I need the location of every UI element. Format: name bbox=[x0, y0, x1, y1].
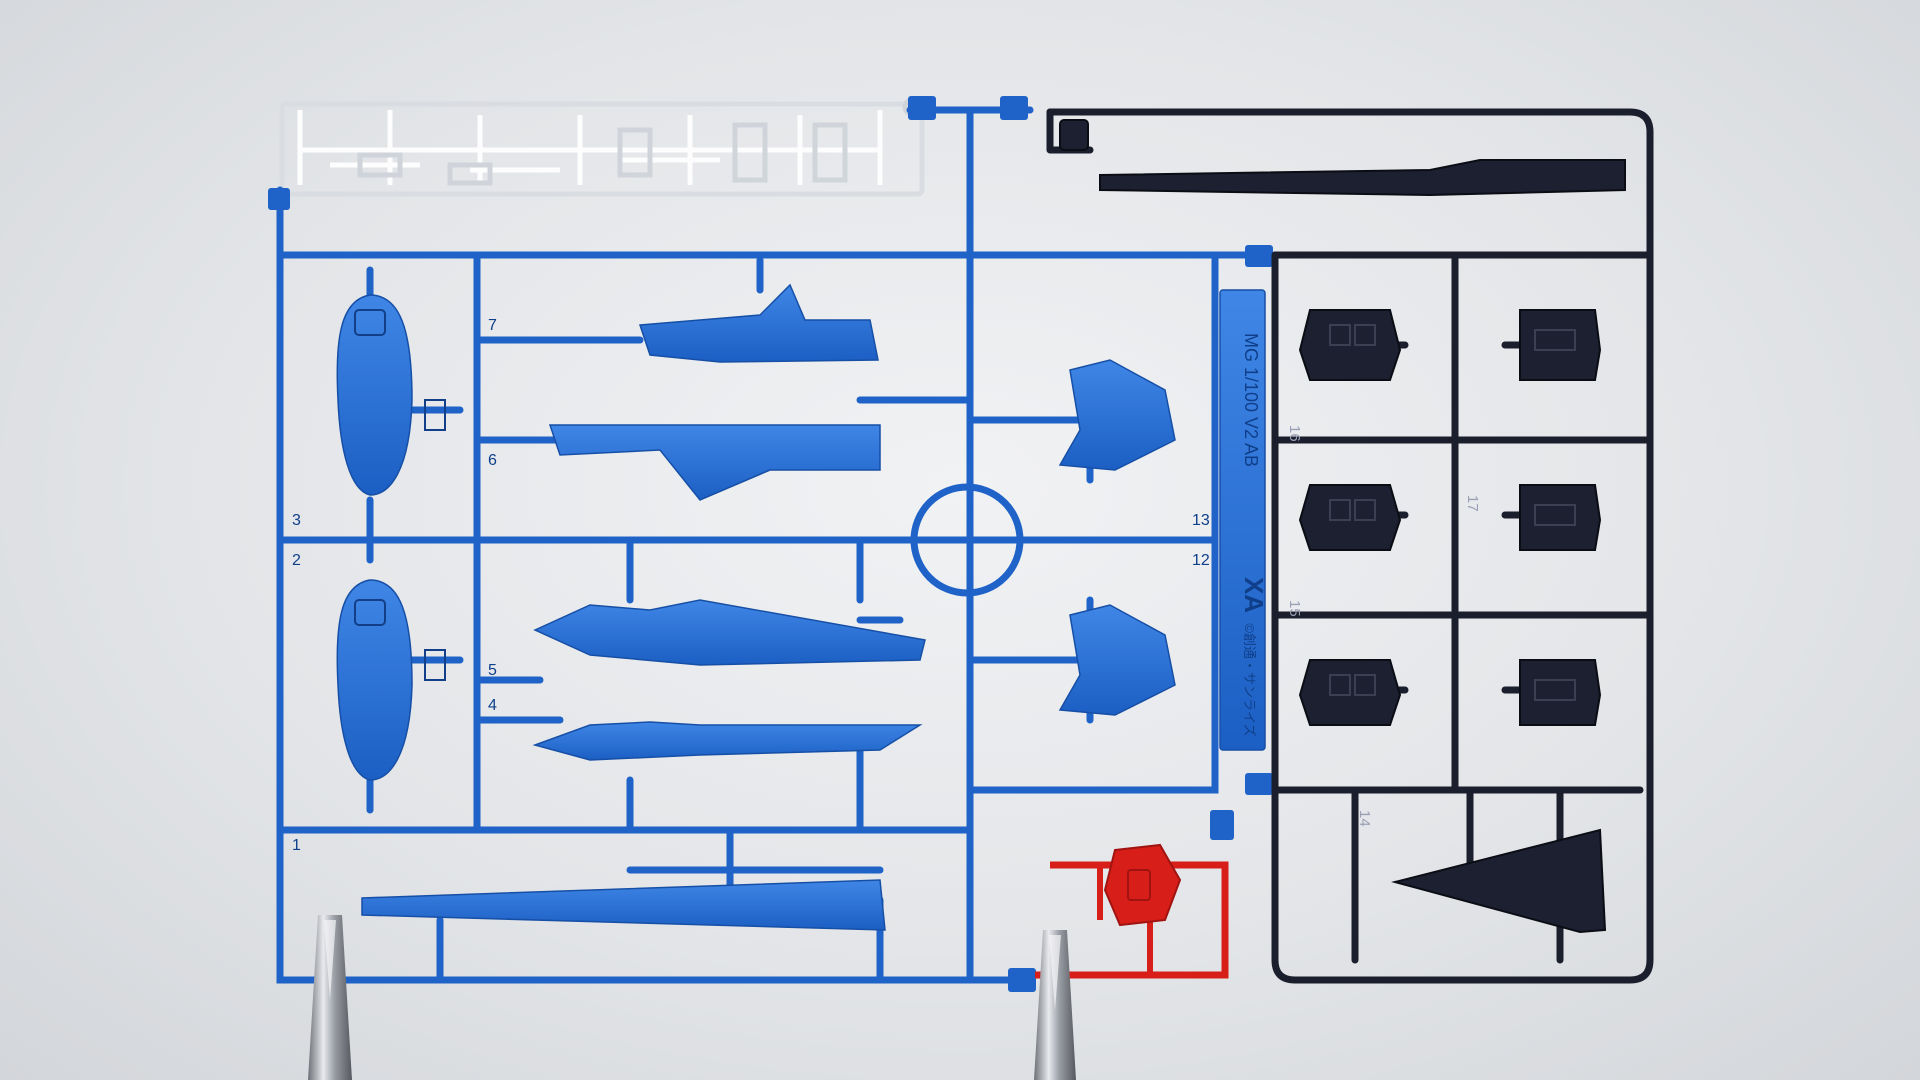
part-number: 17 bbox=[1464, 495, 1481, 512]
clear-sprue bbox=[279, 97, 925, 197]
blue-sprue-runners bbox=[276, 106, 1264, 984]
red-sprue bbox=[1035, 843, 1229, 979]
tag-code: XA bbox=[1239, 577, 1269, 613]
blue-parts bbox=[336, 283, 1266, 931]
part-number: 15 bbox=[1286, 600, 1303, 617]
alligator-clip-left bbox=[308, 915, 352, 1080]
part-number: 7 bbox=[488, 317, 497, 334]
part-number: 12 bbox=[1192, 552, 1210, 569]
part-number: 16 bbox=[1286, 425, 1303, 442]
black-parts bbox=[1059, 119, 1626, 934]
part-number: 6 bbox=[488, 452, 497, 469]
part-number: 4 bbox=[488, 697, 497, 714]
part-number: 3 bbox=[292, 512, 301, 529]
tag-copyright: ©創通・サンライズ bbox=[1242, 623, 1257, 736]
part-number: 5 bbox=[488, 662, 497, 679]
tag-line: MG 1/100 V2 AB bbox=[1241, 333, 1261, 467]
blue-tabs bbox=[268, 96, 1273, 992]
part-number: 1 bbox=[292, 837, 301, 854]
alligator-clip-center bbox=[1034, 930, 1076, 1080]
part-number: 13 bbox=[1192, 512, 1210, 529]
part-number: 14 bbox=[1356, 810, 1373, 827]
sprue-tag: XA MG 1/100 V2 AB ©創通・サンライズ bbox=[1239, 333, 1269, 737]
part-number: 2 bbox=[292, 552, 301, 569]
round-runner bbox=[910, 483, 1024, 597]
